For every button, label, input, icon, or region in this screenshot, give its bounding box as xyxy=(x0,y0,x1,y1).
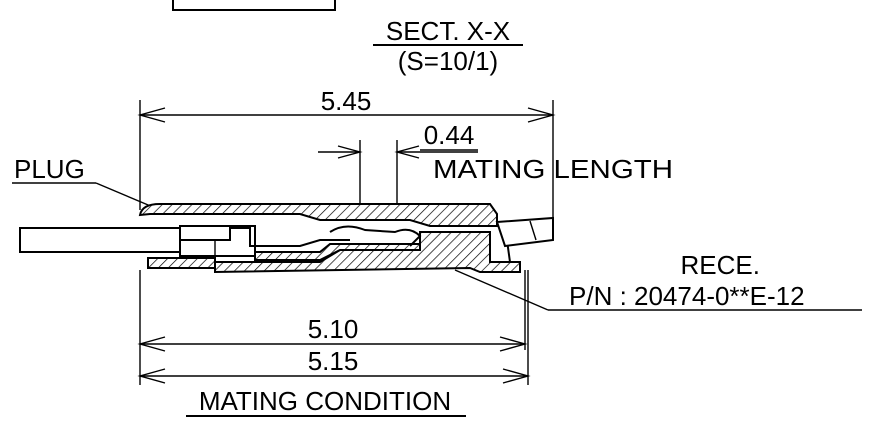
dimension-value-gap: 0.44 xyxy=(424,120,475,150)
arrowhead-left xyxy=(137,107,166,123)
gap-arrow-right xyxy=(394,145,420,159)
mating-condition-label: MATING CONDITION xyxy=(199,386,451,416)
latch-line xyxy=(529,220,537,241)
rece-leader-line xyxy=(454,269,549,311)
dimension-value-515: 5.15 xyxy=(308,346,359,376)
rece-label: RECE. xyxy=(681,250,760,280)
section-title: SECT. X-X xyxy=(386,16,510,46)
plug-lower-body xyxy=(147,257,216,269)
arrow-515-right xyxy=(502,368,531,384)
receptacle-contact xyxy=(329,225,422,247)
latch xyxy=(495,216,554,248)
cable xyxy=(19,227,181,253)
connector-cross-section xyxy=(19,203,554,274)
part-number-label: P/N : 20474-0**E-12 xyxy=(569,281,805,311)
plug-contact xyxy=(180,227,350,247)
arrowhead-right xyxy=(527,107,556,123)
dimension-value-overall: 5.45 xyxy=(321,86,372,116)
title-box-fragment xyxy=(172,0,336,11)
arrow-510-left xyxy=(137,336,166,352)
mating-length-label: MATING LENGTH xyxy=(433,154,673,184)
section-scale: (S=10/1) xyxy=(398,46,498,76)
gap-arrow-left xyxy=(337,145,363,159)
plug-shell xyxy=(138,203,498,227)
receptacle-callout: RECE. P/N : 20474-0**E-12 xyxy=(454,250,862,311)
dimension-bottom: 5.10 5.15 xyxy=(137,270,531,385)
dimension-overall-top: 5.45 xyxy=(137,86,556,230)
receptacle-body-upper xyxy=(254,243,421,261)
section-title-group: SECT. X-X (S=10/1) xyxy=(373,16,523,76)
dimension-mating-gap: 0.44 xyxy=(318,120,478,210)
arrow-510-right xyxy=(499,336,528,352)
plug-callout: PLUG xyxy=(12,154,161,211)
arrow-515-left xyxy=(137,368,166,384)
plug-label: PLUG xyxy=(14,154,85,184)
dimension-value-510: 5.10 xyxy=(308,314,359,344)
